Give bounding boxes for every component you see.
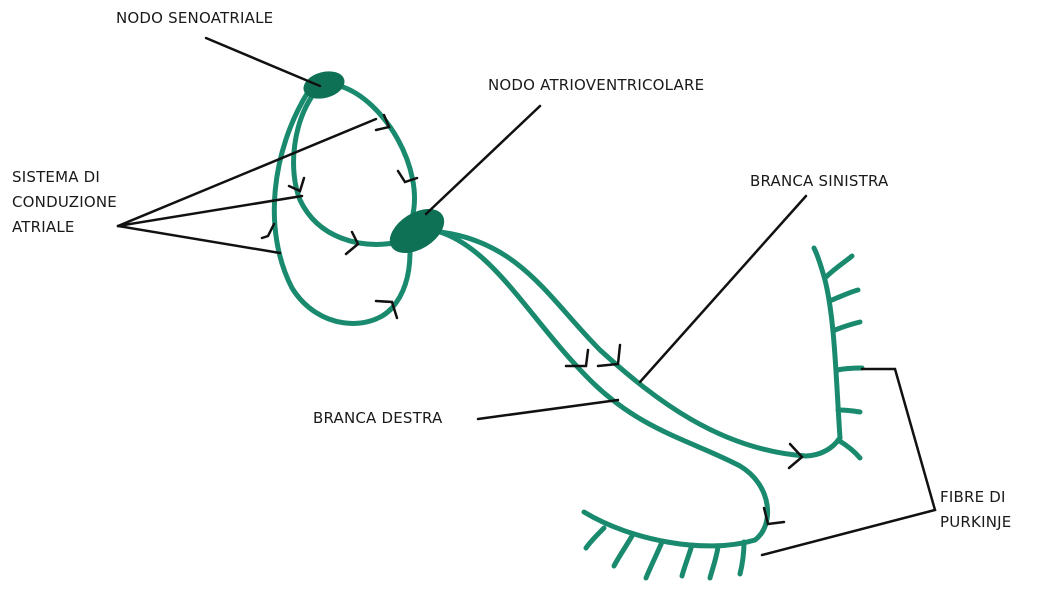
right-purkinje-twig	[586, 528, 604, 548]
right-bundle-leader	[478, 400, 618, 419]
right-purkinje-twig	[710, 547, 718, 578]
purkinje-label: FIBRE DI PURKINJE	[940, 485, 1011, 535]
purkinje-bracket	[762, 369, 935, 555]
av-node-label: NODO ATRIOVENTRICOLARE	[488, 73, 704, 98]
direction-arrow	[262, 224, 274, 238]
left-purkinje-twig	[838, 440, 860, 458]
atrial-conduction-label-line: CONDUZIONE	[12, 190, 117, 215]
left-purkinje-twig	[837, 368, 862, 370]
av-node	[382, 200, 452, 262]
atrial-conduction-label: SISTEMA DI CONDUZIONE ATRIALE	[12, 165, 117, 240]
atrial-inner-loop	[294, 88, 400, 244]
sa-node-leader	[206, 38, 320, 86]
purkinje-label-line: PURKINJE	[940, 510, 1011, 535]
left-purkinje-twig	[825, 256, 852, 278]
right-purkinje-twig	[646, 542, 662, 578]
right-purkinje-twig	[682, 545, 692, 576]
left-bundle-branch	[440, 232, 840, 456]
atrial-leader-1	[118, 119, 376, 226]
left-bundle-label: BRANCA SINISTRA	[750, 169, 888, 194]
right-purkinje-twig	[614, 536, 632, 566]
right-bundle-branch	[440, 232, 768, 546]
left-bundle-leader	[640, 196, 806, 382]
right-purkinje-twig	[740, 542, 744, 574]
atrial-conduction-label-line: SISTEMA DI	[12, 165, 117, 190]
left-purkinje-twig	[832, 290, 858, 300]
left-purkinje-twig	[838, 410, 860, 412]
right-bundle-label: BRANCA DESTRA	[313, 406, 442, 431]
purkinje-label-line: FIBRE DI	[940, 485, 1011, 510]
atrial-conduction-label-line: ATRIALE	[12, 215, 117, 240]
atrial-leader-3	[118, 226, 280, 253]
sa-node-label: NODO SENOATRIALE	[116, 6, 273, 31]
av-node-leader	[426, 106, 540, 214]
left-purkinje-twig	[835, 322, 860, 330]
atrial-outer-loop	[340, 86, 414, 218]
